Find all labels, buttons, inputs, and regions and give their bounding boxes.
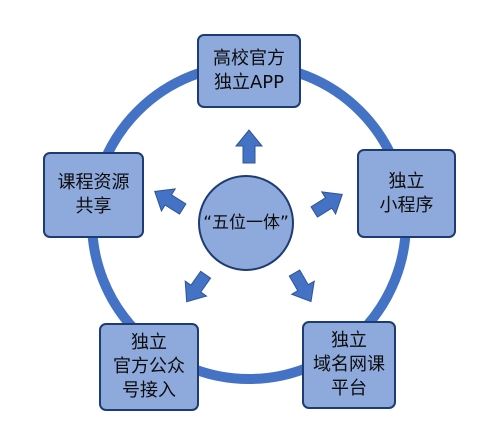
arrow-to-bottom-left <box>184 270 212 303</box>
node-bottom-right: 独立 域名网课 平台 <box>302 321 396 409</box>
arrow-to-left <box>154 188 187 215</box>
node-top-label: 高校官方 独立APP <box>213 48 285 93</box>
node-left: 课程资源 共享 <box>43 152 144 238</box>
center-label: “五位一体” <box>203 213 289 233</box>
arrow-to-top <box>234 129 264 164</box>
node-bottom-right-label: 独立 域名网课 平台 <box>313 330 385 399</box>
node-bottom-left-label: 独立 官方公众 号接入 <box>113 332 185 401</box>
node-left-label: 课程资源 共享 <box>57 172 130 217</box>
arrow-to-right <box>310 191 343 218</box>
arrow-to-bottom-right <box>288 269 315 303</box>
node-right-label: 独立 小程序 <box>379 170 434 216</box>
center-node: “五位一体” <box>198 175 294 271</box>
node-right: 独立 小程序 <box>357 149 456 238</box>
node-top: 高校官方 独立APP <box>197 34 301 108</box>
node-bottom-left: 独立 官方公众 号接入 <box>99 323 199 411</box>
